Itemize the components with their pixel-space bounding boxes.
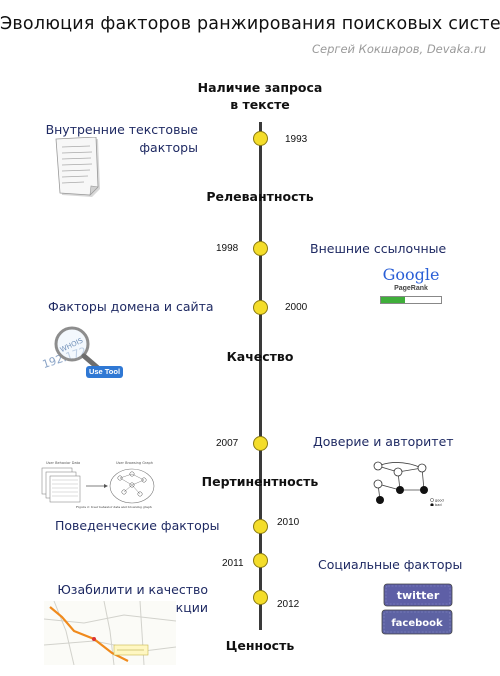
page-title: Эволюция факторов ранжирования поисковых…: [0, 14, 500, 34]
facebook-icon-label: facebook: [391, 618, 443, 629]
timeline-dot-2010: [253, 519, 268, 534]
trust-node: [420, 486, 428, 494]
trust-node: [396, 486, 404, 494]
timeline-dot-2012: [253, 590, 268, 605]
twitter-icon-label: twitter: [397, 589, 440, 602]
google-pagerank-logo: Google PageRank: [380, 266, 442, 306]
factor-internal-text-line1: Внутренние текстовые: [45, 122, 198, 137]
trust-node: [417, 463, 427, 473]
map-image: [44, 601, 176, 665]
whois-magnifier-icon: 192.172 WHOIS: [41, 326, 101, 371]
stage-pertinence: Пертинентность: [201, 474, 319, 489]
factor-internal-text-line2: факторы: [139, 140, 198, 155]
year-2012: 2012: [277, 599, 300, 610]
factor-trust-authority: Доверие и авторитет: [313, 434, 454, 449]
pagerank-label: PageRank: [394, 285, 428, 292]
timeline-dot-2007: [253, 436, 268, 451]
year-1998: 1998: [216, 243, 239, 254]
trust-graph-image: good bad: [373, 461, 444, 506]
stage-query-in-text: Наличие запроса в тексте: [190, 79, 330, 113]
trust-node: [373, 479, 383, 489]
trust-node: [373, 461, 383, 471]
svg-text:User Behavior Data: User Behavior Data: [46, 461, 80, 465]
svg-text:good: good: [435, 499, 444, 503]
stage-value: Ценность: [225, 638, 295, 653]
timeline-axis: [259, 122, 262, 630]
behavior-diagram-image: User Behavior Data User Browsing Graph F…: [41, 461, 155, 509]
timeline-dot-2000: [253, 300, 268, 315]
factor-internal-text: Внутренние текстовые факторы: [40, 121, 198, 157]
year-2000: 2000: [285, 302, 308, 313]
google-wordmark: Google: [382, 265, 440, 284]
year-2011: 2011: [222, 558, 244, 569]
factor-usability-line1: Юзабилити и качество: [57, 582, 208, 597]
factor-domain-site: Факторы домена и сайта: [48, 299, 214, 314]
trust-node: [376, 496, 384, 504]
pagerank-bar: [380, 296, 442, 304]
factor-external-links: Внешние ссылочные: [310, 241, 447, 256]
timeline-dot-1998: [253, 241, 268, 256]
year-1993: 1993: [285, 134, 308, 145]
use-tool-badge: Use Tool: [86, 366, 123, 378]
facebook-badge: facebook: [381, 609, 453, 635]
stage-relevance: Релевантность: [206, 189, 314, 204]
pagerank-bar-fill: [381, 297, 405, 303]
svg-text:bad: bad: [435, 503, 442, 506]
author-credit: Сергей Кокшаров, Devaka.ru: [312, 42, 486, 56]
stage-query-line2: в тексте: [230, 97, 290, 112]
timeline-dot-2011: [253, 553, 268, 568]
year-2007: 2007: [216, 438, 239, 449]
svg-text:Figure 2: User behavior data a: Figure 2: User behavior data and browsin…: [76, 505, 152, 509]
stage-query-line1: Наличие запроса: [197, 80, 323, 95]
document-icon: [55, 137, 100, 197]
twitter-badge: twitter: [383, 583, 453, 607]
factor-social: Социальные факторы: [318, 557, 463, 572]
factor-behavioral: Поведенческие факторы: [55, 518, 220, 533]
timeline-dot-1993: [253, 131, 268, 146]
year-2010: 2010: [277, 517, 300, 528]
svg-text:User Browsing Graph: User Browsing Graph: [116, 461, 153, 465]
stage-quality: Качество: [226, 349, 294, 364]
trust-node: [393, 467, 403, 477]
